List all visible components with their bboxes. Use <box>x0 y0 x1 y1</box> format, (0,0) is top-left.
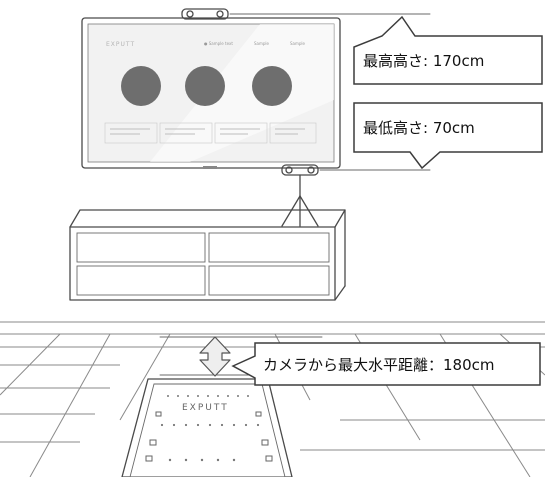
tv-screen-menu-circle <box>185 66 225 106</box>
mat-markers <box>145 411 273 462</box>
tv-screen-glare <box>150 24 334 162</box>
callout-max-height-text: 最高高さ: 170cm <box>363 52 484 70</box>
tripod-leg <box>299 195 319 227</box>
cabinet-drawer <box>208 232 330 263</box>
camera-lens-top <box>216 10 224 18</box>
camera-body-bottom <box>281 164 319 176</box>
top-camera <box>181 8 229 20</box>
camera-body-top <box>181 8 229 20</box>
tv-screen-nav-item: ● Sample text <box>204 41 233 46</box>
putting-mat: EXPUTT <box>121 378 293 477</box>
mat-dots <box>160 395 260 462</box>
callout-max-distance: カメラから最大水平距離：180cm <box>231 342 541 386</box>
distance-double-arrow-icon <box>199 336 231 377</box>
mat-brand: EXPUTT <box>182 403 229 413</box>
camera-lens-top <box>186 10 194 18</box>
tv-cabinet <box>69 209 346 301</box>
tv-screen-menu-circle <box>252 66 292 106</box>
tv-screen-info-text-lines <box>110 128 305 135</box>
camera-lens-bottom <box>285 166 293 174</box>
tv-screen-menu-circle <box>121 66 161 106</box>
cabinet-drawer <box>76 232 206 263</box>
floor <box>0 321 545 477</box>
cabinet-drawer <box>76 265 206 296</box>
cabinet-drawer <box>208 265 330 296</box>
tv-screen-nav-item: Sample <box>254 41 270 46</box>
tv: EXPUTT ● Sample text Sample Sample <box>81 17 341 169</box>
tv-screen-nav-item: Sample <box>290 41 306 46</box>
tv-stand-tab <box>203 166 217 169</box>
tripod-leg <box>281 195 301 227</box>
callout-min-height: 最低高さ: 70cm <box>353 102 543 170</box>
tv-screen-brand: EXPUTT <box>106 41 135 48</box>
callout-max-height: 最高高さ: 170cm <box>353 15 543 85</box>
camera-lens-bottom <box>307 166 315 174</box>
tripod-camera <box>281 164 319 227</box>
callout-min-height-text: 最低高さ: 70cm <box>363 119 475 137</box>
tv-screen-info-bars <box>104 122 317 144</box>
callout-max-distance-text: カメラから最大水平距離：180cm <box>263 356 495 374</box>
